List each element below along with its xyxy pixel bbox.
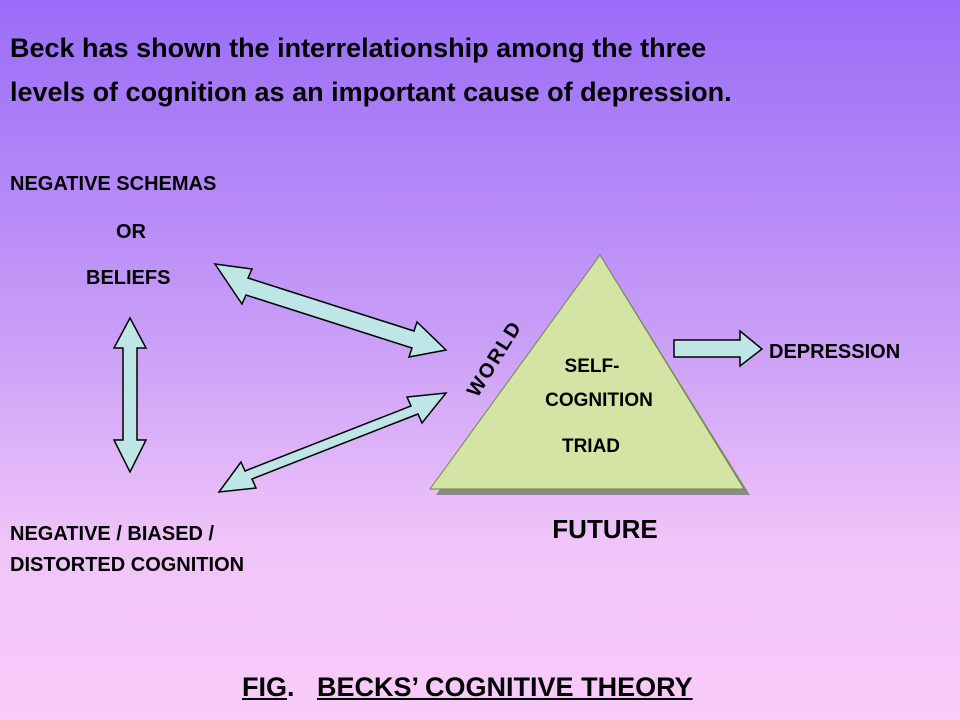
figure-caption: FIG. BECKS’ COGNITIVE THEORY	[242, 672, 693, 703]
depression-label: DEPRESSION	[769, 341, 900, 363]
schemas-to-triad-arrow	[213, 263, 448, 358]
schemas-label-line-1: NEGATIVE SCHEMAS	[10, 173, 217, 195]
triad-to-depression-arrow	[673, 329, 764, 368]
cognition-label-line-1: NEGATIVE / BIASED /	[10, 523, 215, 545]
triad-text-line-2: COGNITION	[545, 390, 653, 411]
cognition-to-triad-arrow	[217, 392, 448, 493]
triad-future-label: FUTURE	[552, 514, 657, 544]
cognition-label-line-2: DISTORTED COGNITION	[10, 554, 245, 576]
heading-line-2: levels of cognition as an important caus…	[10, 77, 732, 107]
heading-line-1: Beck has shown the interrelationship amo…	[10, 33, 707, 63]
heading: Beck has shown the interrelationship amo…	[10, 26, 940, 114]
schemas-label-line-2: OR	[116, 221, 146, 243]
caption-dot: .	[287, 672, 295, 702]
triad-text-line-1: SELF-	[565, 356, 620, 377]
schemas-label-line-3: BELIEFS	[86, 267, 171, 289]
cognitive-triad-triangle	[429, 254, 745, 490]
caption-title: BECKS’ COGNITIVE THEORY	[317, 672, 693, 702]
triad-text-line-3: TRIAD	[562, 436, 620, 457]
caption-fig: FIG	[242, 672, 287, 702]
schemas-cognition-vertical-arrow	[112, 316, 148, 474]
